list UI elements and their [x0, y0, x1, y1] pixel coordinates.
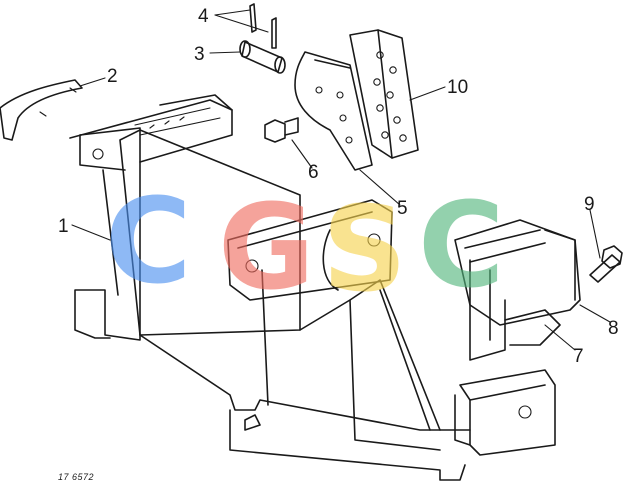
part-9-bolt [589, 245, 623, 283]
callout-10: 10 [447, 77, 468, 98]
callout-9: 9 [584, 194, 595, 215]
part-2-cover [0, 79, 83, 141]
callout-4: 4 [198, 6, 209, 27]
callout-5: 5 [397, 198, 408, 219]
callout-7: 7 [573, 346, 584, 367]
watermark-letter-2: G [218, 178, 315, 316]
reference-code: 17 6572 [58, 472, 94, 482]
part-3-pin [239, 40, 286, 74]
callout-2: 2 [107, 66, 118, 87]
watermark-logo: C G S C [105, 172, 505, 318]
watermark-letter-1: C [105, 172, 192, 310]
leader-lines [71, 9, 611, 351]
part-5-angle-plate [294, 51, 373, 171]
callout-8: 8 [608, 318, 619, 339]
parts-7-8-bracket [454, 219, 581, 361]
main-frame [69, 94, 556, 481]
part-10-flat-plate [349, 29, 419, 159]
watermark-letter-4: C [418, 176, 505, 314]
part-6-bolt [264, 117, 299, 143]
watermark-letter-3: S [322, 180, 407, 318]
callout-labels: 1 2 3 4 5 6 7 8 9 10 [58, 6, 619, 367]
callout-6: 6 [308, 162, 319, 183]
callout-1: 1 [58, 216, 69, 237]
part-4-cotter-pins [249, 3, 277, 49]
callout-3: 3 [194, 44, 205, 65]
